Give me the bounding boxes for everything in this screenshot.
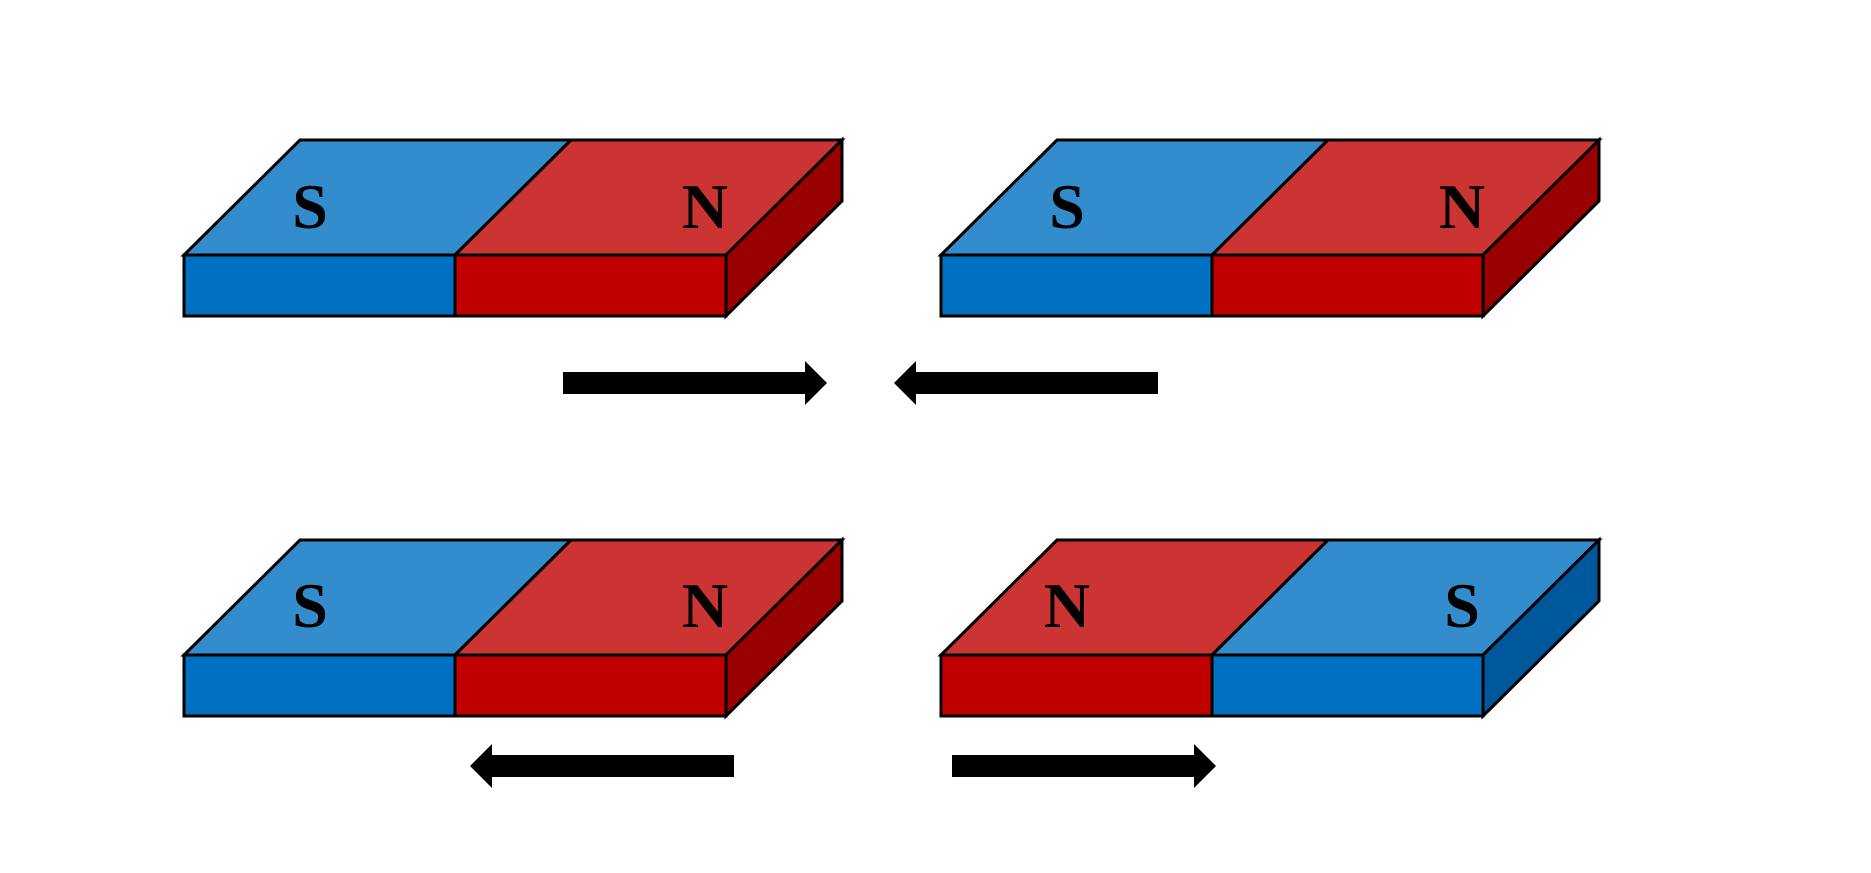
magnet-top-right: S N	[937, 136, 1603, 320]
arrow-right-icon	[952, 744, 1216, 788]
magnet-bottom-right-right-pole-label: S	[1444, 570, 1480, 641]
arrow-right-icon	[563, 361, 827, 405]
magnet-top-right-right-pole-label: N	[1439, 171, 1485, 242]
magnet-top-left-right-pole-label: N	[682, 171, 728, 242]
magnet-top-right-left-pole-label: S	[1049, 171, 1085, 242]
magnet-bottom-left-left-front-face	[182, 653, 457, 718]
magnet-bottom-left: S N	[180, 536, 846, 720]
magnet-bottom-right-left-pole-label: N	[1044, 570, 1090, 641]
magnet-top-left-side-face	[724, 136, 844, 320]
magnet-bottom-right-right-front-face	[1210, 653, 1485, 718]
magnet-top-left: S N	[180, 136, 846, 320]
magnet-bottom-left-side-face	[724, 536, 844, 720]
magnet-bottom-left-left-pole-label: S	[292, 570, 328, 641]
arrow-left-icon	[894, 361, 1158, 405]
magnet-top-left-right-front-face	[453, 253, 728, 318]
magnet-bottom-left-right-front-face	[453, 653, 728, 718]
arrow-left-icon	[470, 744, 734, 788]
magnet-top-right-side-face	[1481, 136, 1601, 320]
magnet-bottom-right: N S	[937, 536, 1603, 720]
magnet-top-left-left-front-face	[182, 253, 457, 318]
magnet-top-right-left-front-face	[939, 253, 1214, 318]
magnet-bottom-left-right-pole-label: N	[682, 570, 728, 641]
magnet-bottom-right-left-front-face	[939, 653, 1214, 718]
magnet-bottom-right-side-face	[1481, 536, 1601, 720]
magnet-top-right-right-front-face	[1210, 253, 1485, 318]
magnet-top-left-left-pole-label: S	[292, 171, 328, 242]
